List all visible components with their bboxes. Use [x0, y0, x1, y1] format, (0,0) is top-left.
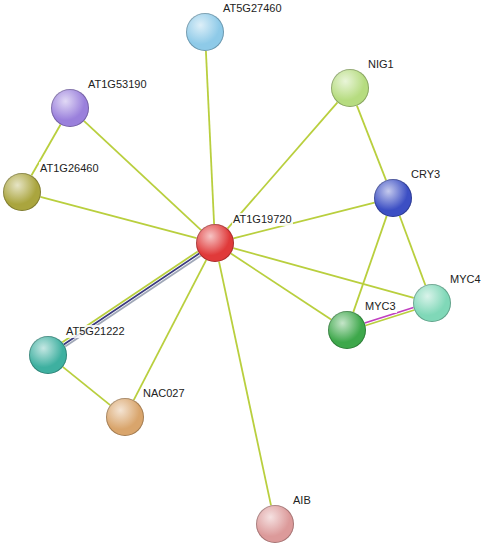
protein-node: AT5G21222 [29, 336, 67, 374]
node-label: CRY3 [410, 168, 441, 181]
protein-node: AT1G19720 [196, 224, 234, 262]
node-sphere [196, 224, 234, 262]
node-label: MYC3 [364, 300, 397, 313]
edge-stroke [40, 197, 196, 238]
node-sphere [331, 69, 369, 107]
node-sphere [374, 179, 412, 217]
node-sphere [3, 173, 41, 211]
interaction-edge [228, 102, 338, 228]
edge-stroke [400, 216, 426, 285]
edge-stroke [353, 216, 386, 312]
edge-stroke [206, 51, 214, 224]
interaction-edge [353, 216, 386, 312]
node-sphere [106, 398, 144, 436]
protein-node: MYC3 [328, 311, 366, 349]
interaction-edge [40, 197, 196, 238]
protein-node: MYC4 [413, 284, 451, 322]
node-label: AT5G21222 [65, 325, 126, 338]
edge-stroke [64, 254, 199, 345]
node-label: NIG1 [367, 58, 395, 71]
interaction-edge [219, 262, 271, 506]
node-sphere [29, 336, 67, 374]
edge-stroke [134, 260, 207, 400]
node-sphere [51, 89, 89, 127]
edge-stroke [65, 256, 201, 347]
edge-stroke [231, 254, 331, 320]
node-label: AT5G27460 [222, 2, 283, 15]
protein-node: NAC027 [106, 398, 144, 436]
interaction-edge [400, 216, 426, 285]
protein-node: AT1G53190 [51, 89, 89, 127]
protein-node: AIB [256, 505, 294, 543]
interaction-edge [206, 51, 214, 224]
edge-stroke [219, 262, 271, 506]
edge-stroke [357, 106, 386, 181]
protein-node: AT1G26460 [3, 173, 41, 211]
node-label: MYC4 [449, 273, 482, 286]
interaction-edge [134, 260, 207, 400]
protein-node: CRY3 [374, 179, 412, 217]
edge-stroke [62, 251, 198, 342]
node-label: AT1G53190 [87, 78, 148, 91]
node-label: NAC027 [142, 387, 186, 400]
interaction-edge [62, 251, 200, 346]
edge-stroke [228, 102, 338, 228]
protein-node: NIG1 [331, 69, 369, 107]
node-label: AT1G26460 [39, 162, 100, 175]
interaction-edge [357, 106, 386, 181]
node-sphere [328, 311, 366, 349]
interaction-edge [231, 254, 331, 320]
protein-node: AT5G27460 [186, 13, 224, 51]
node-label: AT1G19720 [232, 213, 293, 226]
node-sphere [256, 505, 294, 543]
node-sphere [186, 13, 224, 51]
edge-stroke [63, 367, 110, 405]
interaction-edge [63, 367, 110, 405]
node-label: AIB [292, 494, 312, 507]
node-sphere [413, 284, 451, 322]
